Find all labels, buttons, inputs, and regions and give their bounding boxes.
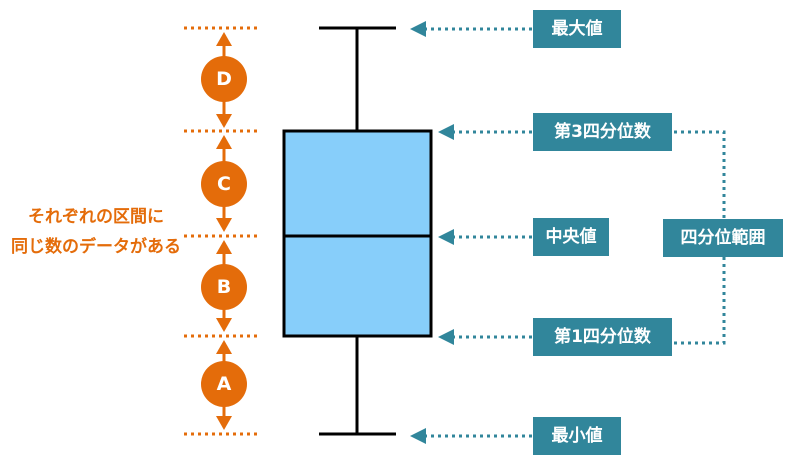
section-circle-c [201, 161, 247, 207]
max-label: 最大値 [533, 10, 621, 48]
pointer-q1 [438, 329, 532, 345]
section-circle-b [201, 264, 247, 310]
q1-label: 第1四分位数 [533, 318, 672, 356]
pointer-min [410, 428, 532, 444]
section-circle-d [201, 56, 247, 102]
side-note-line-1: それぞれの区間に [28, 207, 164, 227]
iqr-box [282, 129, 433, 338]
section-label-b: B [216, 276, 232, 298]
median-label: 中央値 [533, 218, 609, 256]
section-label-a: A [216, 373, 232, 395]
section-label-d: D [216, 68, 232, 90]
iqr-label: 四分位範囲 [663, 219, 783, 257]
level-guides [184, 26, 260, 436]
pointer-max [410, 21, 532, 37]
pointer-median [438, 229, 532, 245]
q3-label: 第3四分位数 [533, 113, 672, 151]
side-note: それぞれの区間に 同じ数のデータがある [8, 202, 184, 262]
section-label-c: C [217, 173, 231, 195]
box-plot [282, 26, 433, 436]
section-circles [201, 56, 247, 407]
pointer-q3 [438, 124, 532, 140]
section-circle-a [201, 361, 247, 407]
side-note-line-2: 同じ数のデータがある [11, 237, 181, 257]
min-label: 最小値 [533, 417, 621, 455]
